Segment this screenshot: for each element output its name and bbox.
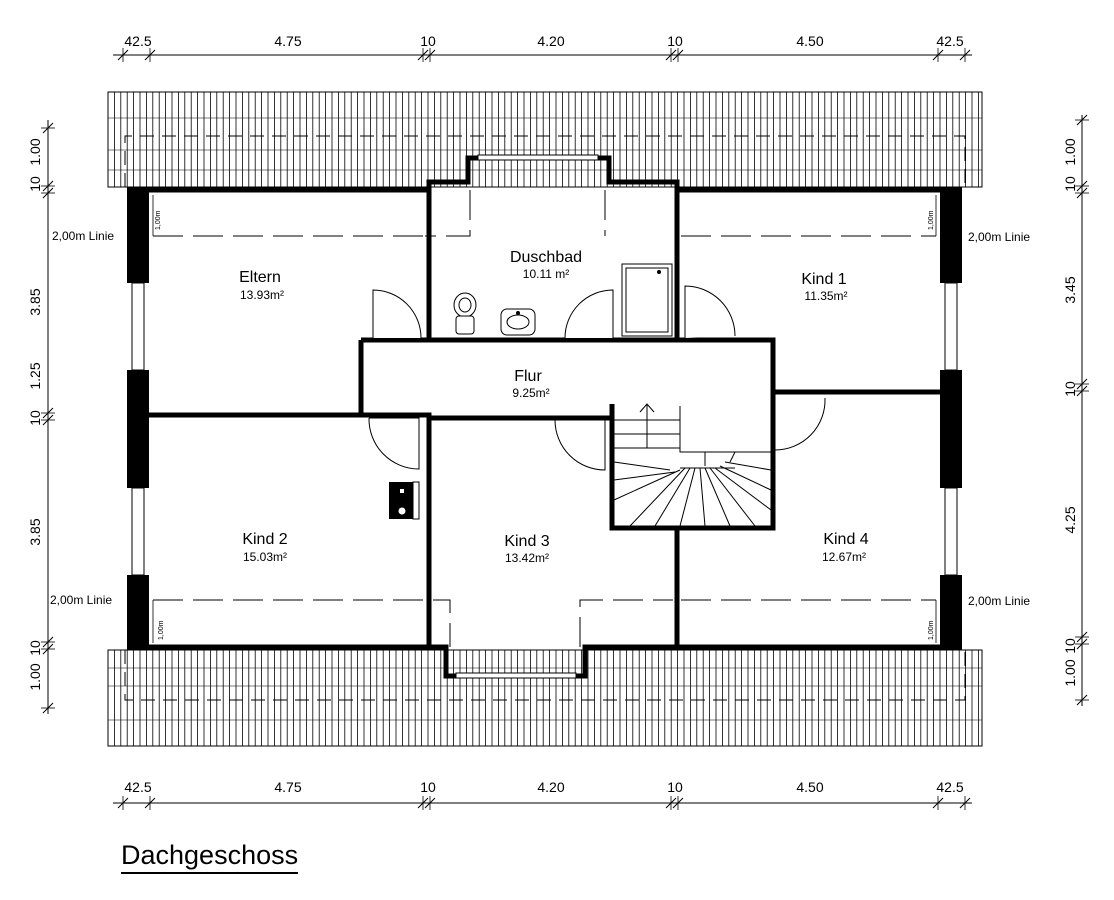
doors [368,285,826,471]
roof-bottom [107,649,983,747]
room-area-kind2: 15.03m² [243,550,287,564]
fixtures [389,263,673,520]
room-name-eltern: Eltern [239,269,281,286]
dim-top-6: 4.50 [796,33,823,49]
room-name-kind2: Kind 2 [242,531,287,548]
dim-bottom-3: 10 [420,779,436,795]
small-dim-tl: 1,00m [155,210,162,230]
dim-top-2: 4.75 [274,33,301,49]
linie-labels: 2,00m Linie 2,00m Linie 2,00m Linie 2,00… [50,229,1030,608]
dim-top-4: 4.20 [537,33,564,49]
door-eltern [372,289,422,339]
exterior-walls [127,187,962,650]
dim-left-8: 1.00 [27,663,43,690]
chimney-icon [389,481,420,520]
small-dim-bl: 1,00m [158,620,165,640]
room-name-duschbad: Duschbad [510,249,582,266]
small-dim-tr: 1,00m [928,210,935,230]
dim-top-3: 10 [420,33,436,49]
dim-right-7: 1.00 [1062,659,1078,686]
roof-top [107,91,983,188]
dim-bottom-7: 42.5 [936,779,963,795]
room-area-duschbad: 10.11 m² [523,267,569,281]
dim-bottom-5: 10 [667,779,683,795]
sink-icon [500,308,536,336]
dim-left-7: 10 [27,640,43,656]
room-name-kind3: Kind 3 [504,533,549,550]
room-name-flur: Flur [514,368,542,385]
dim-top-5: 10 [667,33,683,49]
linie-label-top-right: 2,00m Linie [968,230,1030,244]
height-lines [153,190,936,647]
room-area-kind3: 13.42m² [505,551,549,565]
room-labels: Eltern 13.93m² Duschbad 10.11 m² Kind 1 … [239,249,869,565]
staircase [613,403,772,527]
small-dims: 1,00m 1,00m 1,00m 1,00m [152,195,937,643]
dim-left-2: 10 [27,176,43,192]
dim-right-1: 1.00 [1062,138,1078,165]
dimension-lines [41,48,1089,810]
room-area-eltern: 13.93m² [240,288,284,302]
room-area-kind1: 11.35m² [804,289,847,303]
dim-bottom-2: 4.75 [274,779,301,795]
dim-bottom-6: 4.50 [796,779,823,795]
room-area-flur: 9.25m² [512,386,549,400]
dim-left-4: 1.25 [27,362,43,389]
dim-left-1: 1.00 [27,138,43,165]
linie-label-bottom-left: 2,00m Linie [50,593,112,607]
page-title: Dachgeschoss [121,838,299,874]
linie-label-top-left: 2,00m Linie [52,229,114,243]
linie-label-bottom-right: 2,00m Linie [968,594,1030,608]
eave-lines [124,135,966,701]
door-duschbad [564,289,614,339]
room-name-kind1: Kind 1 [801,271,846,288]
dim-right-5: 4.25 [1062,506,1078,533]
dimension-labels: 42.5 4.75 10 4.20 10 4.50 42.5 42.5 4.75… [27,33,1078,795]
door-kind2 [368,417,420,470]
dim-right-2: 10 [1062,176,1078,192]
dim-top-7: 42.5 [936,33,963,49]
dim-bottom-4: 4.20 [537,779,564,795]
room-area-kind4: 12.67m² [822,550,866,564]
dim-right-6: 10 [1062,638,1078,654]
toilet-icon [453,292,477,335]
dim-right-4: 10 [1062,381,1078,397]
small-dim-br: 1,00m [928,620,935,640]
dim-left-5: 10 [27,410,43,426]
dim-right-3: 3.45 [1062,276,1078,303]
dim-left-6: 3.85 [27,518,43,545]
dim-left-3: 3.85 [27,288,43,315]
door-kind1 [684,285,736,338]
shower-icon [621,263,673,337]
door-kind4 [774,397,826,451]
door-kind3 [554,419,606,471]
room-name-kind4: Kind 4 [823,531,868,548]
dim-bottom-1: 42.5 [124,779,151,795]
dormer-windows [455,154,599,679]
dim-top-1: 42.5 [124,33,151,49]
